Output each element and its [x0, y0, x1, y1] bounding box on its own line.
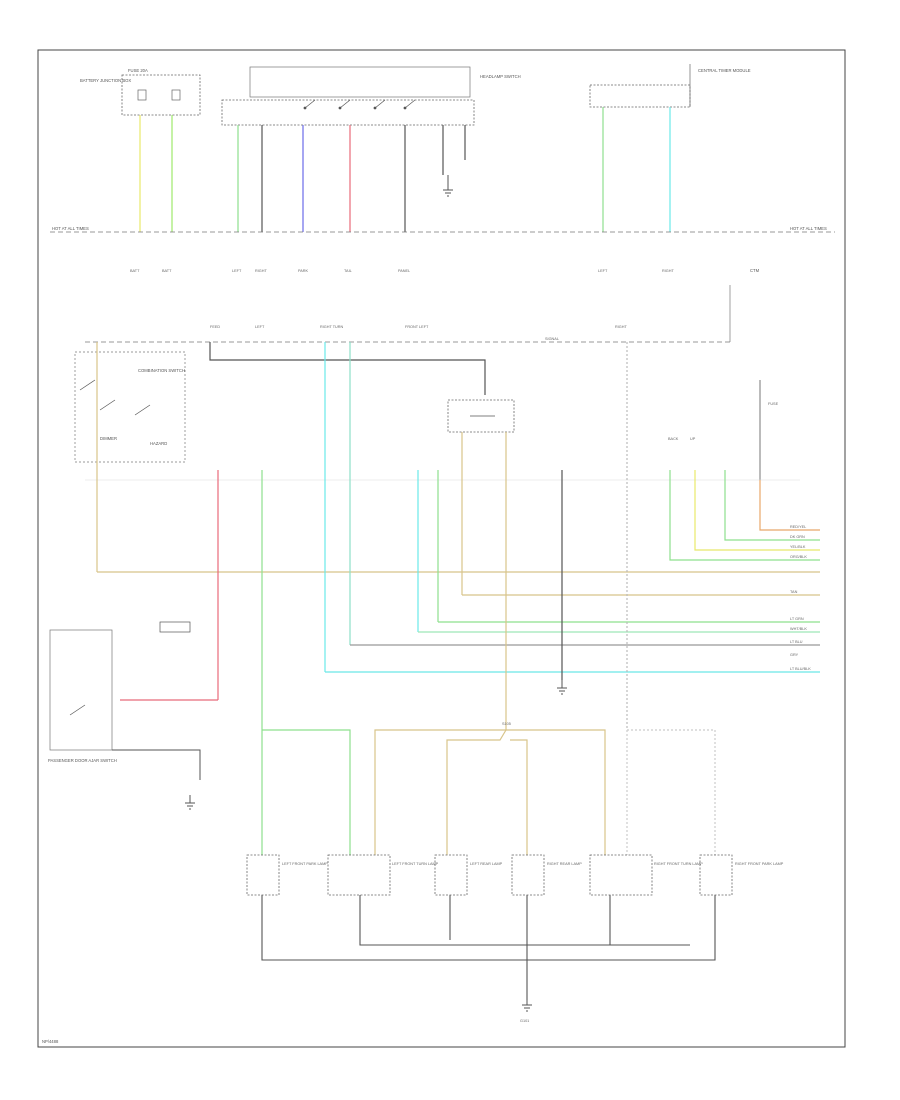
- svg-text:LEFT REAR LAMP: LEFT REAR LAMP: [470, 862, 503, 866]
- svg-text:LT BLU: LT BLU: [790, 640, 803, 644]
- lamp-left-rear: LEFT REAR LAMP: [434, 854, 503, 896]
- svg-text:SIGNAL: SIGNAL: [545, 337, 559, 341]
- svg-text:LEFT FRONT PARK LAMP: LEFT FRONT PARK LAMP: [282, 862, 328, 866]
- combination-switch: COMBINATION SWITCH DIMMER HAZARD: [74, 351, 186, 463]
- svg-text:FRONT LEFT: FRONT LEFT: [405, 325, 429, 329]
- svg-text:BATTERY JUNCTION BOX: BATTERY JUNCTION BOX: [80, 78, 131, 83]
- headlamp-switch: HEADLAMP SWITCH: [221, 66, 521, 126]
- svg-text:LEFT: LEFT: [255, 325, 265, 329]
- svg-text:UP: UP: [690, 437, 696, 441]
- svg-text:PANEL: PANEL: [398, 269, 410, 273]
- svg-text:CENTRAL TIMER MODULE: CENTRAL TIMER MODULE: [698, 68, 751, 73]
- svg-text:RIGHT REAR LAMP: RIGHT REAR LAMP: [547, 862, 582, 866]
- lamp-right-front-turn: RIGHT FRONT TURN LAMP: [589, 854, 703, 896]
- svg-text:DK GRN: DK GRN: [790, 535, 805, 539]
- svg-text:WHT/BLK: WHT/BLK: [790, 627, 807, 631]
- svg-text:HAZARD: HAZARD: [150, 441, 167, 446]
- svg-text:LT BLU/BLK: LT BLU/BLK: [790, 667, 811, 671]
- lamp-left-front-turn: LEFT FRONT TURN LAMP: [327, 854, 439, 896]
- svg-text:RIGHT: RIGHT: [255, 269, 267, 273]
- svg-text:LEFT FRONT TURN LAMP: LEFT FRONT TURN LAMP: [392, 862, 439, 866]
- battery-junction-box: FUSE 20A BATTERY JUNCTION BOX: [80, 68, 201, 116]
- svg-text:YEL/BLK: YEL/BLK: [790, 545, 806, 549]
- svg-text:CTM: CTM: [750, 268, 760, 273]
- lamp-left-front-park: LEFT FRONT PARK LAMP: [246, 854, 328, 896]
- svg-text:PASSENGER DOOR AJAR SWITCH: PASSENGER DOOR AJAR SWITCH: [48, 758, 117, 763]
- svg-text:HEADLAMP SWITCH: HEADLAMP SWITCH: [480, 74, 521, 79]
- connector-left-tag: HOT AT ALL TIMES: [52, 226, 89, 231]
- svg-text:BATT: BATT: [130, 269, 140, 273]
- svg-text:FEED: FEED: [210, 325, 220, 329]
- svg-text:FUSE 20A: FUSE 20A: [128, 68, 148, 73]
- central-timer-module: CENTRAL TIMER MODULE: [589, 64, 751, 108]
- ground-label: G101: [520, 1019, 529, 1023]
- splice-label: S105: [502, 722, 511, 726]
- svg-text:BATT: BATT: [162, 269, 172, 273]
- svg-text:LEFT: LEFT: [598, 269, 608, 273]
- mid-wires: [96, 342, 820, 855]
- svg-text:ORG/BLK: ORG/BLK: [790, 555, 807, 559]
- svg-text:COMBINATION SWITCH: COMBINATION SWITCH: [138, 368, 185, 373]
- flasher: [447, 399, 515, 433]
- frame-code: NP/4488: [42, 1039, 59, 1044]
- svg-text:GRY: GRY: [790, 653, 799, 657]
- svg-text:TAIL: TAIL: [344, 269, 352, 273]
- ground-left: [185, 795, 195, 810]
- svg-text:BACK: BACK: [668, 437, 679, 441]
- svg-text:RED/YEL: RED/YEL: [790, 525, 806, 529]
- svg-text:RIGHT: RIGHT: [662, 269, 674, 273]
- lamp-feed-wires: [374, 729, 716, 855]
- diagram-frame: [37, 49, 846, 1048]
- svg-text:TAN: TAN: [790, 590, 798, 594]
- ground-returns: [261, 895, 716, 1000]
- lamp-right-rear: RIGHT REAR LAMP: [511, 854, 582, 896]
- ground-main: [522, 1000, 532, 1012]
- top-labels: BATT BATT LEFT RIGHT PARK TAIL PANEL LEFT RI…: [130, 268, 760, 273]
- ground-top: [443, 175, 453, 197]
- top-wires: [139, 107, 671, 232]
- right-tags: RED/YEL DK GRN YEL/BLK ORG/BLK TAN LT GR…: [790, 525, 811, 671]
- svg-text:LEFT: LEFT: [232, 269, 242, 273]
- svg-text:RIGHT TURN: RIGHT TURN: [320, 325, 344, 329]
- connector-right-tag: HOT AT ALL TIMES: [790, 226, 827, 231]
- ground-mid: [557, 680, 567, 695]
- lamp-right-front-park: RIGHT FRONT PARK LAMP: [699, 854, 784, 896]
- svg-text:DIMMER: DIMMER: [100, 436, 117, 441]
- passenger-door-switch: PASSENGER DOOR AJAR SWITCH: [48, 621, 201, 780]
- relay-right: FUSE BACK UP: [668, 380, 779, 480]
- svg-text:RIGHT FRONT PARK LAMP: RIGHT FRONT PARK LAMP: [735, 862, 784, 866]
- svg-text:FUSE: FUSE: [768, 402, 779, 406]
- svg-text:RIGHT: RIGHT: [615, 325, 627, 329]
- svg-text:PARK: PARK: [298, 269, 309, 273]
- svg-text:LT GRN: LT GRN: [790, 617, 804, 621]
- svg-text:RIGHT FRONT TURN LAMP: RIGHT FRONT TURN LAMP: [654, 862, 703, 866]
